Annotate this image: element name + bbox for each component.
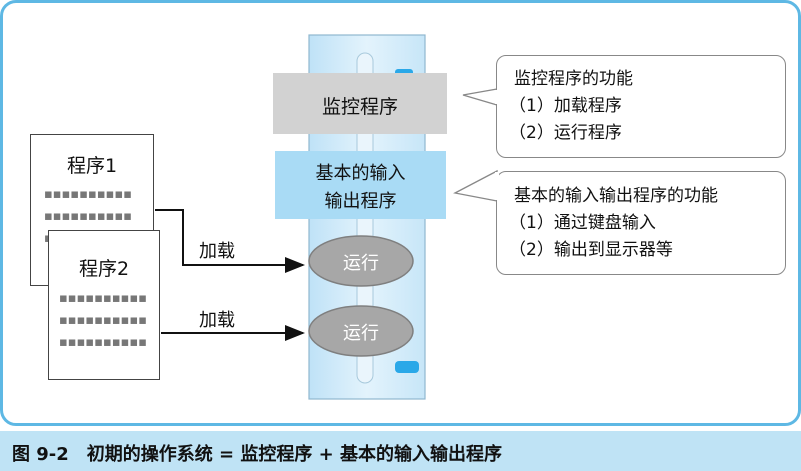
run-oval-bottom <box>308 305 414 357</box>
callout-io-item1: （1）通过键盘输入 <box>509 213 656 233</box>
callout-monitor-item1: （1）加载程序 <box>509 96 622 116</box>
figure-caption: 图 9-2 初期的操作系统 = 监控程序 + 基本的输入输出程序 <box>12 444 503 465</box>
code-line: ▪▪▪▪▪▪▪▪▪▪ <box>59 291 148 306</box>
callout-monitor-title: 监控程序的功能 <box>514 69 633 89</box>
program2-document: 程序2 ▪▪▪▪▪▪▪▪▪▪ ▪▪▪▪▪▪▪▪▪▪ ▪▪▪▪▪▪▪▪▪▪ <box>48 230 160 380</box>
code-line: ▪▪▪▪▪▪▪▪▪▪ <box>59 313 148 328</box>
io-program-box: 基本的输入 输出程序 <box>275 151 446 219</box>
run-label-top: 运行 <box>343 253 379 274</box>
load-arrow-top <box>155 209 305 273</box>
io-program-label-line1: 基本的输入 <box>315 163 406 184</box>
callout-monitor-item2: （2）运行程序 <box>509 123 622 143</box>
program1-title: 程序1 <box>66 155 118 177</box>
code-line: ▪▪▪▪▪▪▪▪▪▪ <box>44 187 133 202</box>
arrows-layer <box>155 88 498 341</box>
load-label-bottom: 加载 <box>199 310 235 331</box>
monitor-program-box: 监控程序 <box>273 73 447 134</box>
run-label-bottom: 运行 <box>343 323 379 344</box>
diagram-panel: 程序1 ▪▪▪▪▪▪▪▪▪▪ ▪▪▪▪▪▪▪▪▪▪ ▪▪▪▪▪▪▪▪▪▪ 程序2… <box>0 0 801 426</box>
monitor-program-label: 监控程序 <box>321 96 398 118</box>
run-oval-top <box>308 235 414 287</box>
code-line: ▪▪▪▪▪▪▪▪▪▪ <box>59 335 148 350</box>
figure-caption-bar: 图 9-2 初期的操作系统 = 监控程序 + 基本的输入输出程序 <box>0 429 801 471</box>
io-program-label-line2: 输出程序 <box>324 191 397 212</box>
callout-io-item2: （2）输出到显示器等 <box>509 240 673 260</box>
load-label-top: 加载 <box>199 241 235 262</box>
program2-title: 程序2 <box>78 258 130 280</box>
callout-io: 基本的输入输出程序的功能 （1）通过键盘输入 （2）输出到显示器等 <box>496 171 786 275</box>
callout-monitor: 监控程序的功能 （1）加载程序 （2）运行程序 <box>496 55 786 158</box>
run-ovals <box>308 235 414 357</box>
callout-monitor-tail-mask <box>495 90 499 104</box>
code-line: ▪▪▪▪▪▪▪▪▪▪ <box>44 209 133 224</box>
callout-io-tail-mask <box>495 172 499 200</box>
callout-io-title: 基本的输入输出程序的功能 <box>514 186 718 206</box>
